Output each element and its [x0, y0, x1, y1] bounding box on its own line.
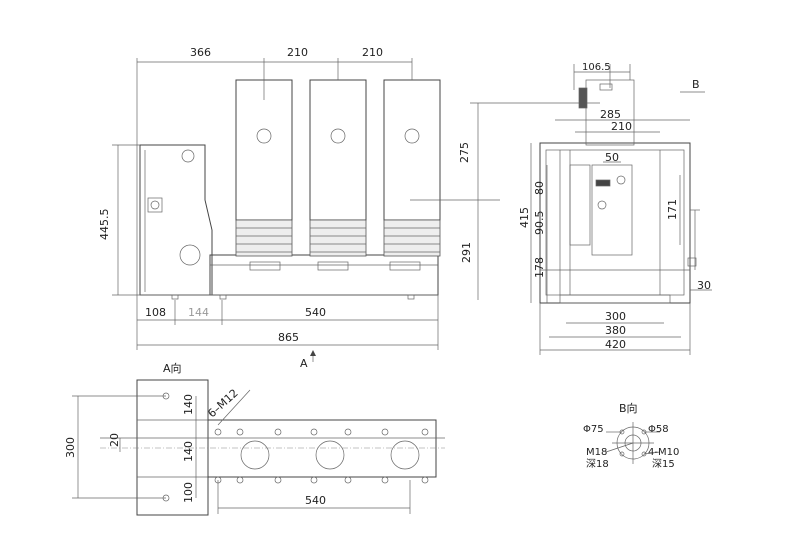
dim-100: 100 — [182, 482, 195, 503]
dim-540-a: 540 — [305, 494, 326, 507]
front-view: 366 210 210 445.5 275 291 108 144 540 86… — [98, 46, 600, 370]
dim-865: 865 — [278, 331, 299, 344]
dim-90-5: 90.5 — [533, 211, 546, 236]
dim-108: 108 — [145, 306, 166, 319]
dim-178: 178 — [533, 257, 546, 278]
dim-300-a: 300 — [64, 437, 77, 458]
phi-58: Φ58 — [648, 424, 669, 435]
phi-75: Φ75 — [583, 424, 604, 435]
b-view-title: B向 — [619, 401, 638, 415]
dim-140-b: 140 — [182, 441, 195, 462]
hole-label: 6–M12 — [205, 386, 240, 420]
dim-106-5: 106.5 — [582, 62, 611, 73]
dim-140-a: 140 — [182, 394, 195, 415]
depth-15: 深15 — [652, 458, 675, 470]
view-arrow-a: A — [300, 357, 308, 370]
a-view-bolts-bottom — [214, 476, 429, 484]
dim-420: 420 — [605, 338, 626, 351]
dim-415: 415 — [518, 207, 531, 228]
dim-291: 291 — [460, 242, 473, 263]
b-view: B向 Φ75 Φ58 M18 深18 4-M10 深15 — [583, 401, 679, 470]
view-label-b: B — [692, 78, 700, 91]
dim-445-5: 445.5 — [98, 209, 111, 241]
dim-210-b: 210 — [362, 46, 383, 59]
m18: M18 — [586, 447, 607, 458]
a-view-bolts-top — [214, 428, 429, 436]
dim-275: 275 — [458, 142, 471, 163]
dim-20: 20 — [108, 433, 121, 447]
pole-2 — [309, 79, 367, 257]
dim-144: 144 — [188, 306, 209, 319]
pole-1 — [235, 79, 293, 257]
dim-80: 80 — [533, 181, 546, 195]
dim-171: 171 — [666, 199, 679, 220]
a-view-title: A向 — [163, 361, 182, 375]
dim-285: 285 — [600, 108, 621, 121]
side-view: 106.5 285 210 50 B 415 80 90.5 178 171 3… — [518, 62, 712, 355]
dim-540: 540 — [305, 306, 326, 319]
dim-210-side: 210 — [611, 120, 632, 133]
dim-30: 30 — [697, 279, 711, 292]
pole-3 — [383, 79, 441, 257]
a-view: A向 6–M12 300 140 20 — [64, 361, 445, 516]
dim-50: 50 — [605, 151, 619, 164]
dim-210-a: 210 — [287, 46, 308, 59]
dim-380: 380 — [605, 324, 626, 337]
dim-366: 366 — [190, 46, 211, 59]
dim-300-side: 300 — [605, 310, 626, 323]
4-m10: 4-M10 — [648, 447, 679, 458]
depth-18: 深18 — [586, 458, 609, 470]
